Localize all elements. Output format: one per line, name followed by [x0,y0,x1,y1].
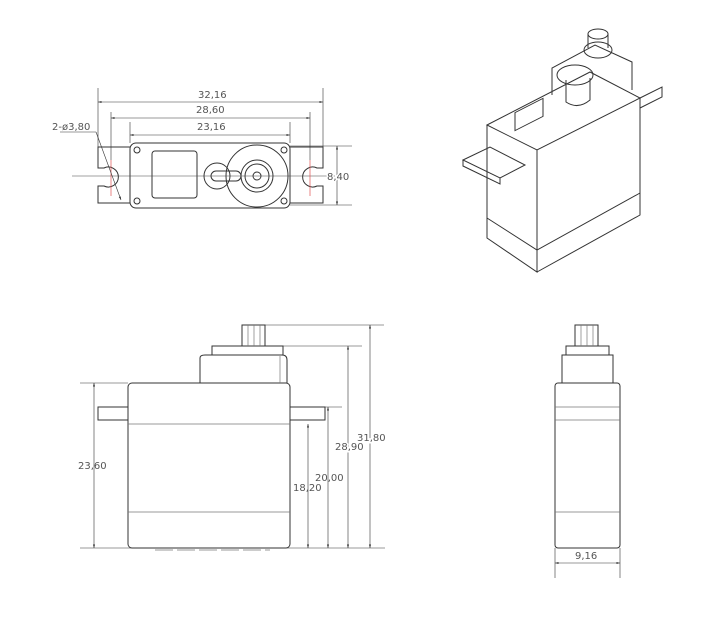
dim-overall-height: 31,80 [357,433,386,444]
dim-hole-spacing: 28,60 [196,105,225,116]
dim-tab-top: 20,00 [315,473,344,484]
isometric-view [461,28,663,273]
dim-body-height: 23,60 [78,461,107,472]
dim-tab-height: 8,40 [327,172,349,183]
side-view: 23,60 18,20 20,00 28,90 31,80 [78,324,387,551]
end-view: 9,16 [554,324,621,578]
dim-thickness: 9,16 [575,551,597,562]
top-view: 32,16 28,60 23,16 8,40 2-ø3,80 [52,88,352,209]
mount-tab-left [97,146,130,204]
label-window [151,150,198,199]
dim-body-width: 23,16 [197,122,226,133]
body-outline [127,382,291,549]
hole-callout: 2-ø3,80 [52,122,90,133]
mount-tab-right [290,146,324,204]
body-outline [129,142,291,209]
dim-tab-to-bottom: 18,20 [293,483,322,494]
dim-housing-height: 28,90 [335,442,364,453]
dim-width-overall: 32,16 [198,90,227,101]
